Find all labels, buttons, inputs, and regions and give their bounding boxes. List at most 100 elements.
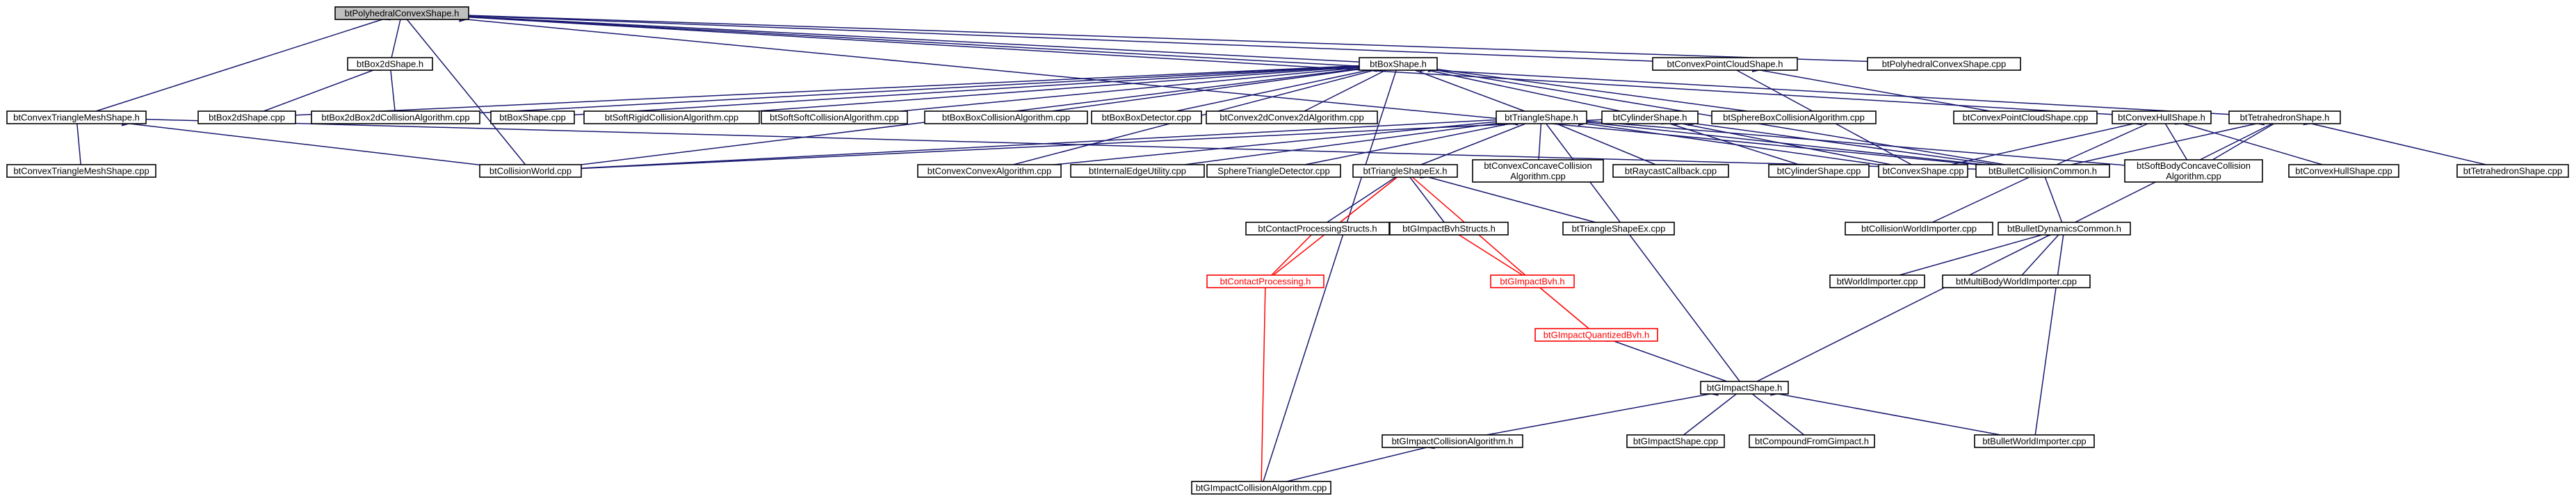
edge-tetrahedron_h-to-bulletcollision_h [2071,118,2265,165]
node-gimpactbvhstructs-h[interactable]: btGImpactBvhStructs.h [1389,222,1509,236]
node-box [1206,164,1341,178]
node-convextrianglemesh-h[interactable]: btConvexTriangleMeshShape.h [6,110,147,124]
node-bulletdynamics-h[interactable]: btBulletDynamicsCommon.h [1998,222,2131,236]
node-gimpactshape-h[interactable]: btGImpactShape.h [1700,381,1789,395]
edge-boxshape_h-to-softsoft_cpp [900,63,1368,112]
node-box [6,110,147,124]
node-convexpointcloud-cpp[interactable]: btConvexPointCloudShape.cpp [1953,110,2098,124]
node-convexhull-h[interactable]: btConvexHullShape.h [2112,110,2212,124]
edge-triangleshape_h-to-raycast_cpp [1548,117,1656,165]
node-softrigid-cpp[interactable]: btSoftRigidCollisionAlgorithm.cpp [583,110,760,124]
edge-gimpactshape_h-to-gimpactshape_cpp [1683,386,1745,436]
node-box2dshape-cpp[interactable]: btBox2dShape.cpp [197,110,296,124]
node-boxboxdetector-cpp[interactable]: btBoxBoxDetector.cpp [1091,110,1202,124]
node-box [1626,434,1725,448]
node-gimpactcollision-cpp[interactable]: btGImpactCollisionAlgorithm.cpp [1191,481,1331,495]
edge-contactstructs_h-to-contactprocessing_h [1271,226,1320,276]
node-bulletcollision-h[interactable]: btBulletCollisionCommon.h [1975,164,2110,178]
edge-triangleshape_h-to-internaledge_cpp [1184,119,1505,165]
node-softsoft-cpp[interactable]: btSoftSoftCollisionAlgorithm.cpp [761,110,908,124]
edge-cylindershape_h-to-bulletcollision_h [1687,119,1998,165]
node-gimpactcollision-h[interactable]: btGImpactCollisionAlgorithm.h [1382,434,1523,448]
node-boxbox-cpp[interactable]: btBoxBoxCollisionAlgorithm.cpp [924,110,1088,124]
node-triangleshape-h[interactable]: btTriangleShape.h [1496,110,1587,124]
node-box [1245,222,1390,236]
node-triangleshapeex-cpp[interactable]: btTriangleShapeEx.cpp [1562,222,1675,236]
node-convexhull-cpp[interactable]: btConvexHullShape.cpp [2288,164,2399,178]
edge-box2dshape_h-to-box2dbox2d_cpp [386,62,396,112]
node-label: btConvexShape.cpp [1882,166,1963,176]
node-convexconvex-cpp[interactable]: btConvexConvexAlgorithm.cpp [917,164,1062,178]
node-box [1534,328,1658,342]
node-label: btSphereBoxCollisionAlgorithm.cpp [1723,113,1865,123]
node-label: btSoftRigidCollisionAlgorithm.cpp [605,113,738,123]
node-raycast-cpp[interactable]: btRaycastCallback.cpp [1612,164,1729,178]
edge-root-to-boxshape_h [460,13,1360,63]
node-box [1389,222,1509,236]
node-box [1867,57,2021,71]
edge-convexhull_h-to-convexshape_cpp [1950,118,2142,165]
node-spherebox-cpp[interactable]: btSphereBoxCollisionAlgorithm.cpp [1711,110,1877,124]
node-boxshape-h[interactable]: btBoxShape.h [1359,57,1438,71]
node-gimpactquantized-h[interactable]: btGImpactQuantizedBvh.h [1534,328,1658,342]
node-gimpactbvh-h[interactable]: btGImpactBvh.h [1490,274,1575,288]
node-box [1382,434,1523,448]
edge-triangleshapeex_h-to-gimpactbvhstructs_h [1402,169,1445,223]
node-convexpointcloud-h[interactable]: btConvexPointCloudShape.h [1652,57,1798,71]
node-polyhedral-cpp[interactable]: btPolyhedralConvexShape.cpp [1867,57,2021,71]
node-internaledge-cpp[interactable]: btInternalEdgeUtility.cpp [1070,164,1205,178]
node-cylindershape-cpp[interactable]: btCylinderShape.cpp [1768,164,1870,178]
node-box [1711,110,1877,124]
edge-triangleshape_h-to-spheretriangle_cpp [1304,118,1518,165]
node-spheretriangle-cpp[interactable]: SphereTriangleDetector.cpp [1206,164,1341,178]
node-box [2124,159,2263,183]
node-box [1352,164,1458,178]
node-box [1496,110,1587,124]
edge-gimpactshape_h-to-bulletworldimporter_cpp [1770,389,2001,436]
node-convexshape-cpp[interactable]: btConvexShape.cpp [1878,164,1968,178]
node-box2dshape-h[interactable]: btBox2dShape.h [347,57,433,71]
node-triangleshapeex-h[interactable]: btTriangleShapeEx.h [1352,164,1458,178]
edge-boxshape_h-to-boxboxdetector_cpp [1176,65,1377,112]
node-label: btTetrahedronShape.h [2240,113,2330,123]
edge-boxshape_h-to-triangleshape_h [1407,64,1525,112]
node-label: btRaycastCallback.cpp [1625,166,1717,176]
node-label: btConvex2dConvex2dAlgorithm.cpp [1220,113,1363,123]
edge-root-to-convexpointcloud_h [460,12,1653,62]
node-label: btTetrahedronShape.cpp [2463,166,2562,176]
node-tetrahedron-cpp[interactable]: btTetrahedronShape.cpp [2456,164,2569,178]
node-worldimporter-cpp[interactable]: btWorldImporter.cpp [1829,274,1925,288]
node-box2dbox2d-cpp[interactable]: btBox2dBox2dCollisionAlgorithm.cpp [311,110,480,124]
node-box [1652,57,1798,71]
node-collisionworldimporter-cpp[interactable]: btCollisionWorldImporter.cpp [1845,222,1993,236]
node-root[interactable]: btPolyhedralConvexShape.h [334,6,469,20]
edge-convextrianglemesh_h-to-collisionworld_cpp [121,119,480,166]
node-box [1768,164,1870,178]
node-boxshape-cpp[interactable]: btBoxShape.cpp [490,110,575,124]
node-label: btBox2dShape.h [357,59,423,69]
node-convex2dconvex2d-cpp[interactable]: btConvex2dConvex2dAlgorithm.cpp [1206,110,1378,124]
node-collisionworld-cpp[interactable]: btCollisionWorld.cpp [479,164,582,178]
node-tetrahedron-h[interactable]: btTetrahedronShape.h [2228,110,2341,124]
node-label: btTriangleShapeEx.cpp [1572,224,1666,234]
node-multibodyworldimporter-cpp[interactable]: btMultiBodyWorldImporter.cpp [1942,274,2091,288]
node-label: btSoftBodyConcaveCollision [2137,160,2251,171]
node-label: btCollisionWorldImporter.cpp [1861,224,1977,234]
edge-triangleshape_h-to-softbodyconcave_cpp [1578,117,2125,166]
node-convextrianglemesh-cpp[interactable]: btConvexTriangleMeshShape.cpp [6,164,156,178]
node-box [761,110,908,124]
node-label: btContactProcessingStructs.h [1258,224,1377,234]
node-cylindershape-h[interactable]: btCylinderShape.h [1601,110,1699,124]
node-label: btBoxBoxCollisionAlgorithm.cpp [942,113,1070,123]
edge-convexhull_h-to-convexhull_cpp [2174,118,2323,165]
node-box [1206,274,1325,288]
node-bulletworldimporter-cpp[interactable]: btBulletWorldImporter.cpp [1974,434,2095,448]
node-gimpactshape-cpp[interactable]: btGImpactShape.cpp [1626,434,1725,448]
node-contactstructs-h[interactable]: btContactProcessingStructs.h [1245,222,1390,236]
node-contactprocessing-h[interactable]: btContactProcessing.h [1206,274,1325,288]
edge-boxshape_h-to-softrigid_cpp [756,63,1368,112]
node-compoundfromgimpact-h[interactable]: btCompoundFromGimpact.h [1749,434,1875,448]
node-layer: btPolyhedralConvexShape.h btBox2dShape.h b… [6,6,2569,495]
